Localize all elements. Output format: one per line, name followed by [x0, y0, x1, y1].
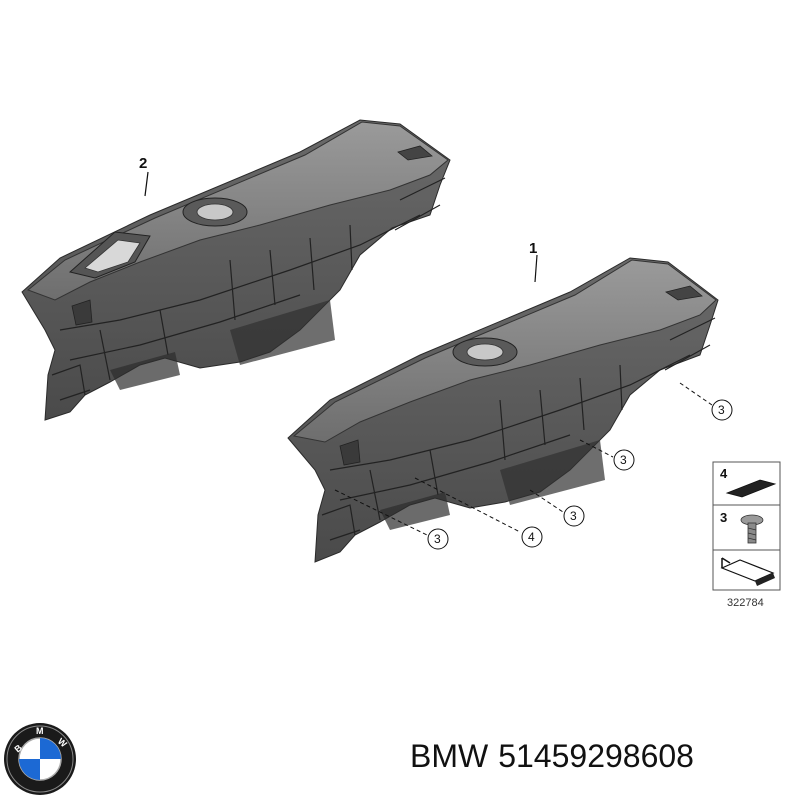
screw-icon — [740, 514, 764, 544]
svg-text:1: 1 — [529, 240, 537, 257]
circle-callout-3a: 3 — [679, 382, 733, 421]
svg-text:3: 3 — [720, 510, 727, 525]
circle-callout-4: 4 — [414, 477, 543, 548]
part-number: 51459298608 — [498, 738, 694, 774]
dashboard-assembly-1 — [287, 257, 719, 563]
foam-pad-icon — [725, 479, 777, 498]
svg-text:3: 3 — [718, 403, 725, 417]
sheet-arrow-icon — [720, 557, 775, 586]
dashboard-assembly-2 — [21, 119, 451, 421]
callout-2: 2 — [139, 155, 149, 197]
svg-text:M: M — [36, 726, 44, 736]
circle-callout-3c: 3 — [529, 489, 585, 527]
circle-callout-3b: 3 — [579, 439, 635, 471]
svg-text:4: 4 — [528, 530, 535, 544]
svg-text:B: B — [13, 742, 25, 754]
svg-text:3: 3 — [434, 532, 441, 546]
svg-text:322784: 322784 — [727, 597, 764, 609]
svg-text:2: 2 — [139, 155, 147, 172]
svg-text:3: 3 — [570, 509, 577, 523]
bmw-logo: B M W — [4, 723, 76, 795]
svg-text:4: 4 — [720, 466, 728, 481]
brand-name: BMW — [410, 738, 489, 774]
svg-text:3: 3 — [620, 453, 627, 467]
parts-legend: 4 3 322784 — [712, 461, 781, 609]
circle-callout-3d: 3 — [334, 489, 449, 550]
callout-1: 1 — [529, 240, 538, 283]
